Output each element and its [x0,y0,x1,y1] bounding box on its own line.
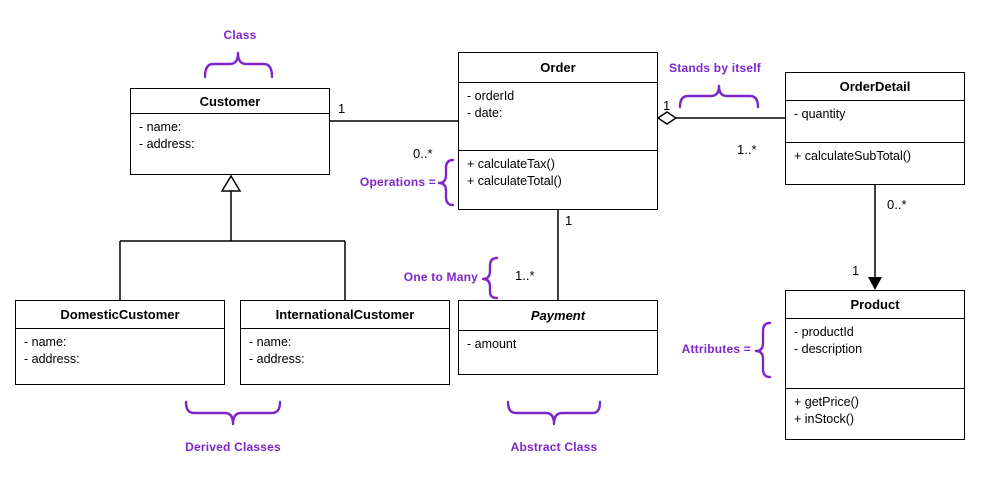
multiplicity-orderdetail-end-product: 0..* [887,197,907,212]
class-name: Order [459,53,657,83]
class-box-payment: Payment - amount [458,300,658,375]
class-name: InternationalCustomer [241,301,449,329]
aggregation-diamond-icon [656,111,678,125]
class-name: Customer [131,89,329,114]
operation: + calculateTotal() [467,174,562,188]
attribute: - productId [794,325,854,339]
multiplicity-payment-end: 1..* [515,268,535,283]
operations-section: + getPrice() + inStock() [786,389,964,439]
arrowhead-icon [868,277,882,290]
annotation-stands-by-itself: Stands by itself [669,61,761,75]
attribute: - date: [467,106,503,120]
class-box-domesticcustomer: DomesticCustomer - name: - address: [15,300,225,385]
class-box-product: Product - productId - description + getP… [785,290,965,440]
multiplicity-order-end-payment: 1 [565,213,573,228]
annotation-one-to-many: One to Many [403,270,478,284]
brace-class-icon [203,51,274,79]
attributes-section: - name: - address: [16,329,224,384]
brace-operations-icon [437,158,455,207]
attribute: - name: [24,335,67,349]
annotation-attributes: Attributes = [681,342,751,356]
annotation-derived-classes: Derived Classes [185,440,281,454]
annotation-operations: Operations = [359,175,436,189]
attributes-section: - quantity [786,101,964,143]
annotation-abstract-class: Abstract Class [510,440,598,454]
operation: + inStock() [794,412,855,426]
multiplicity-order-end-detail: 1 [663,98,671,113]
operation: + calculateSubTotal() [794,149,912,163]
attribute: - orderId [467,89,515,103]
class-name: DomesticCustomer [16,301,224,329]
class-box-internationalcustomer: InternationalCustomer - name: - address: [240,300,450,385]
operations-section: + calculateSubTotal() [786,143,964,184]
operation: + getPrice() [794,395,859,409]
annotation-class: Class [223,28,257,42]
class-box-customer: Customer - name: - address: [130,88,330,175]
attribute: - quantity [794,107,846,121]
brace-abstract-class-icon [506,400,602,426]
attributes-section: - name: - address: [131,114,329,174]
attribute: - address: [249,352,305,366]
class-name: Payment [459,301,657,331]
multiplicity-customer-end: 1 [338,101,346,116]
brace-derived-classes-icon [184,400,282,426]
brace-one-to-many-icon [481,256,499,300]
brace-attributes-icon [754,321,772,379]
class-box-orderdetail: OrderDetail - quantity + calculateSubTot… [785,72,965,185]
attributes-section: - productId - description [786,319,964,389]
attribute: - name: [139,120,182,134]
class-name: Product [786,291,964,319]
multiplicity-orderdetail-end: 1..* [737,142,757,157]
brace-stands-by-itself-icon [678,84,760,109]
multiplicity-order-end-customer: 0..* [413,146,433,161]
multiplicity-product-end: 1 [852,263,860,278]
operations-section: + calculateTax() + calculateTotal() [459,151,657,209]
attributes-section: - orderId - date: [459,83,657,151]
class-name: OrderDetail [786,73,964,101]
generalization-triangle-icon [220,174,242,192]
operation: + calculateTax() [467,157,555,171]
attribute: - address: [139,137,195,151]
attribute: - name: [249,335,292,349]
attribute: - amount [467,337,517,351]
generalization-lines [119,191,346,300]
attribute: - description [794,342,863,356]
attributes-section: - amount [459,331,657,374]
attribute: - address: [24,352,80,366]
attributes-section: - name: - address: [241,329,449,384]
class-box-order: Order - orderId - date: + calculateTax()… [458,52,658,210]
